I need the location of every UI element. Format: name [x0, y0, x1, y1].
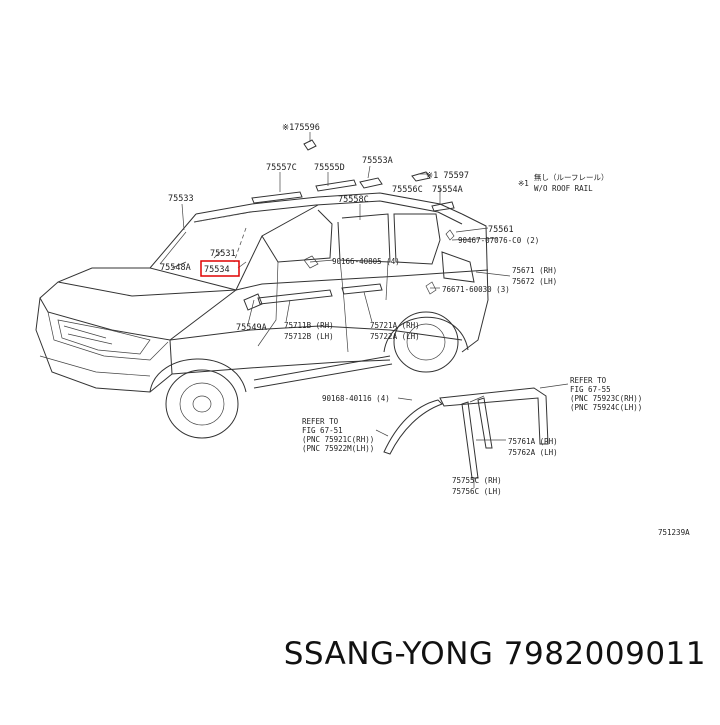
roof-end-cap [303, 139, 317, 151]
front-door-molding [257, 289, 333, 305]
refer-right: REFER TO FIG 67-55 (PNC 75923C(RH)) (PNC… [570, 376, 642, 412]
fuel-lid [441, 251, 475, 283]
refer-left-line-2: FIG 67-51 [302, 426, 343, 435]
diagram-code: 751239A [658, 528, 690, 537]
label-90168: 90168-40116 (4) [322, 394, 390, 403]
label-75533: 75533 [168, 194, 194, 204]
label-75722a: 75722A (LH) [370, 332, 420, 341]
label-90166: 90166-40805 (4) [332, 257, 400, 266]
rear-roof-end [431, 201, 455, 212]
label-75762a: 75762A (LH) [508, 448, 558, 457]
roof-molding-mid [315, 179, 357, 192]
leader-lines [171, 132, 569, 488]
rear-pillar-garnish-a [477, 397, 493, 449]
vehicle-outline [35, 192, 489, 439]
refer-right-line-4: (PNC 75924C(LH)) [570, 403, 642, 412]
part-caption: SSANG-YONG 7982009011 [283, 636, 706, 672]
refer-left-line-4: (PNC 75922M(LH)) [302, 444, 374, 453]
refer-right-line-2: FIG 67-55 [570, 385, 611, 394]
label-90467: 90467-07076-C0 (2) [458, 236, 539, 245]
part-labels: ※175596 75557C 75555D 75553A ※1 75597 75… [160, 123, 558, 496]
label-75711b: 75711B (RH) [284, 321, 334, 330]
note-line-2: W/O ROOF RAIL [534, 184, 593, 193]
label-75712b: 75712B (LH) [284, 332, 334, 341]
label-75555d: 75555D [314, 163, 345, 173]
pillar-parts [383, 387, 549, 479]
rear-door-frame [439, 387, 549, 445]
label-75556c: 75556C [392, 185, 423, 195]
roof-clip [359, 177, 383, 189]
label-75531: 75531 [210, 249, 236, 259]
label-75557c: 75557C [266, 163, 297, 173]
roof-clip-rear [411, 171, 431, 182]
label-75558c: 75558C [338, 195, 369, 205]
refer-left-line-3: (PNC 75921C(RH)) [302, 435, 374, 444]
label-75549a: 75549A [236, 323, 267, 333]
label-75554a: 75554A [432, 185, 463, 195]
label-76671: 76671-60030 (3) [442, 285, 510, 294]
label-75561: 75561 [488, 225, 514, 235]
note-line-1: 無し（ルーフレール） [534, 172, 609, 182]
label-75534: 75534 [204, 265, 230, 275]
refer-left-line-1: REFER TO [302, 417, 339, 426]
label-75548a: 75548A [160, 263, 191, 273]
note-block: ※1 無し（ルーフレール） W/O ROOF RAIL [518, 172, 609, 193]
rear-door-molding [341, 283, 383, 295]
note-mark: ※1 [518, 179, 529, 188]
roof-molding-front [251, 191, 303, 204]
label-75755c: 75755C (RH) [452, 476, 502, 485]
label-75553a: 75553A [362, 156, 393, 166]
front-pillar-garnish [383, 399, 443, 455]
label-75671: 75671 (RH) [512, 266, 557, 275]
label-75597: ※1 75597 [426, 171, 469, 181]
label-75672: 75672 (LH) [512, 277, 557, 286]
label-75721a: 75721A (RH) [370, 321, 420, 330]
label-175596: ※175596 [282, 123, 320, 133]
refer-right-line-1: REFER TO [570, 376, 607, 385]
label-75756c: 75756C (LH) [452, 487, 502, 496]
highlight-box [200, 260, 240, 277]
refer-right-line-3: (PNC 75923C(RH)) [570, 394, 642, 403]
label-75761a: 75761A (RH) [508, 437, 558, 446]
molding-parts [251, 139, 475, 305]
refer-left: REFER TO FIG 67-51 (PNC 75921C(RH)) (PNC… [302, 417, 374, 453]
center-pillar-garnish [461, 401, 479, 479]
